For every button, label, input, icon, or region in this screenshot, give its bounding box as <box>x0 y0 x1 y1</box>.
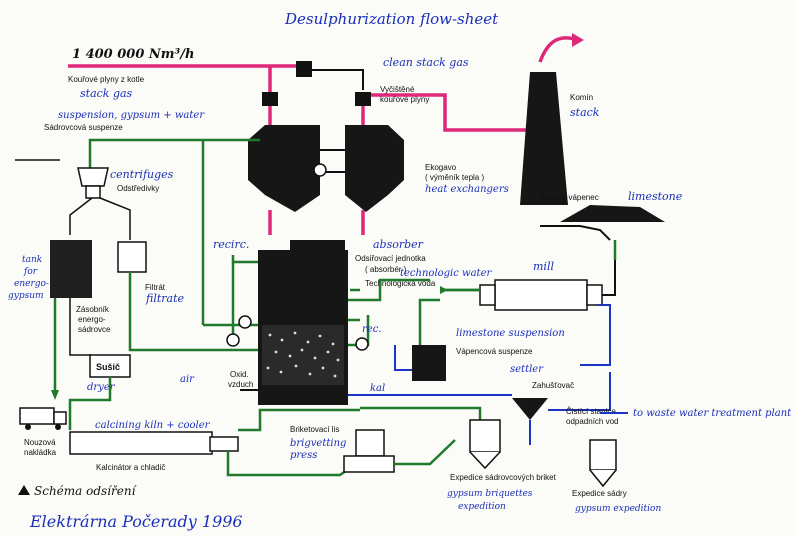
stack-gas-cz-label: Kouřové plyny z kotle <box>68 75 145 84</box>
limestone-susp-cz-label: Vápencová suspenze <box>456 347 533 356</box>
caption-triangle-icon <box>18 485 30 495</box>
absorber-cz-label-2: ( absorbér ) <box>365 265 407 274</box>
heat-ex-en-label: heat exchangers <box>425 184 509 195</box>
kal-en-label: kal <box>370 383 385 394</box>
storage-cz-label-3: sádrovce <box>78 325 111 334</box>
gyp-exp-cz-label: Expedice sádry <box>572 489 627 498</box>
briquette-silo <box>469 419 501 470</box>
thickener-cz-label: Zahušťovač <box>532 381 574 390</box>
limestone-en-label: limestone <box>628 190 683 203</box>
mill-en-label: mill <box>533 260 554 273</box>
briquetting-press <box>343 429 395 473</box>
recirc-pump-icon <box>226 333 240 347</box>
heat-exchanger-left <box>248 125 320 212</box>
gypsum-silo <box>589 439 617 488</box>
rec-pump-icon <box>355 337 369 351</box>
tank-en-label-4: gypsum <box>8 291 44 301</box>
circulation-pump-icon <box>313 163 327 177</box>
stack-cz-label: Komín <box>570 93 593 102</box>
dryer-en-label: dryer <box>87 382 116 393</box>
stack-chimney <box>520 72 568 205</box>
dryer-cz-label: Sušič <box>96 362 120 372</box>
lump-lime-cz-label: Kusový vápenec <box>540 193 599 202</box>
gyp-exp-en-label: gypsum expedition <box>575 504 661 514</box>
footer-text: Elektrárna Počerady 1996 <box>29 512 243 531</box>
filtrate-cz-label: Filtrát <box>145 283 166 292</box>
clean-gas-cz-label-1: Vyčištěné <box>380 85 415 94</box>
ball-mill <box>479 279 603 311</box>
diagram-title: Desulphurization flow-sheet <box>284 10 499 28</box>
kiln-en-label: calcining kiln + cooler <box>95 420 211 431</box>
rec-en-label: rec. <box>362 324 381 335</box>
air-cz-label-2: vzduch <box>228 380 253 389</box>
absorber-cz-label-1: Odsiřovací jednotka <box>355 254 426 263</box>
absorber-en-label: absorber <box>373 238 424 251</box>
emergency-cz-label-2: nakládka <box>24 448 57 457</box>
wwtp-en-label: to waste water treatment plant <box>633 408 792 419</box>
gyp-brick-en-label-1: gypsum briquettes <box>447 489 533 499</box>
limestone-susp-en-label: limestone suspension <box>456 328 565 339</box>
wwtp-cz-label-1: Čistící stanice <box>566 407 616 416</box>
tech-water-cz-label: Technologická voda <box>365 279 436 288</box>
heat-ex-cz-label-1: Ekogavo <box>425 163 457 172</box>
air-en-label: air <box>180 374 195 385</box>
damper-icon-left <box>262 92 278 106</box>
gyp-brick-en-label-2: expedition <box>458 502 506 512</box>
clean-gas-en-label: clean stack gas <box>383 56 469 69</box>
heat-ex-cz-label-2: ( výměník tepla ) <box>425 173 484 182</box>
caption-text: Schéma odsíření <box>34 484 138 498</box>
kiln-cz-label: Kalcinátor a chladič <box>96 463 165 472</box>
settler-en-label: settler <box>510 364 544 375</box>
briquet-cz-label: Briketovací lis <box>290 425 339 434</box>
storage-cz-label-2: energo- <box>78 315 106 324</box>
centrifuge-unit <box>77 167 109 199</box>
clean-gas-cz-label-2: kouřové plyny <box>380 95 429 104</box>
stack-en-label: stack <box>570 106 600 119</box>
wwtp-cz-label-2: odpadních vod <box>566 417 619 426</box>
thickener-icon <box>512 398 548 420</box>
filtrate-tank <box>117 241 147 273</box>
tank-en-label-2: for <box>23 267 38 277</box>
stack-gas-en-label: stack gas <box>80 87 133 100</box>
gas-damper-icon <box>296 61 312 77</box>
briquet-en-label-2: press <box>290 450 317 461</box>
filtrate-en-label: filtrate <box>145 292 185 305</box>
limestone-suspension-tank <box>412 345 446 381</box>
energo-gypsum-tank <box>50 240 92 298</box>
storage-cz-label-1: Zásobník <box>76 305 110 314</box>
absorber-tank <box>258 240 348 405</box>
gyp-brick-cz-label: Expedice sádrovcových briket <box>450 473 557 482</box>
tank-en-label-1: tank <box>22 255 42 265</box>
centrifuges-cz-label: Odstředivky <box>117 184 159 193</box>
suspension-cz-label: Sádrovcová suspenze <box>44 123 123 132</box>
heat-exchanger-right <box>345 125 404 212</box>
air-cz-label-1: Oxid. <box>230 370 249 379</box>
briquet-en-label-1: brigvetting <box>290 438 346 449</box>
flow-rate-label: 1 400 000 Nm³/h <box>72 47 194 62</box>
recirc-pump-icon-2 <box>238 315 252 329</box>
recirc-en-label: recirc. <box>213 238 249 251</box>
suspension-en-label: suspension, gypsum + water <box>58 110 205 121</box>
limestone-pile-icon <box>560 205 665 222</box>
emergency-cz-label-1: Nouzová <box>24 438 56 447</box>
damper-icon-right <box>355 92 371 106</box>
calcining-kiln <box>69 431 239 455</box>
truck-icon <box>19 407 67 430</box>
tank-en-label-3: energo- <box>14 279 49 289</box>
centrifuges-en-label: centrifuges <box>110 168 174 181</box>
tech-water-en-label: technologic water <box>400 268 492 279</box>
